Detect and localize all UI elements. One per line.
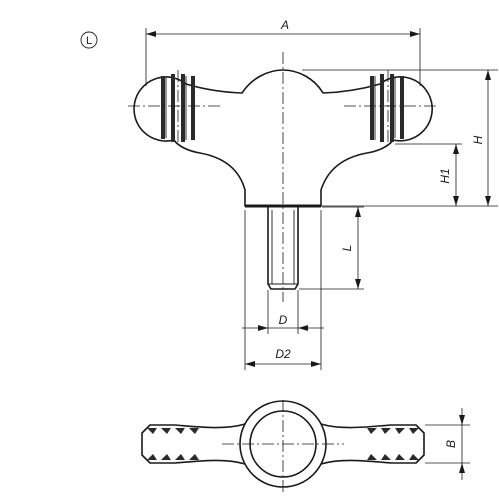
dimension-b: B bbox=[425, 408, 470, 480]
dimension-label-d: D bbox=[279, 313, 288, 327]
dimension-d: D bbox=[242, 290, 324, 334]
dimension-h: H bbox=[302, 69, 498, 207]
dimension-h1: H1 bbox=[395, 143, 462, 206]
dimension-label-a: A bbox=[280, 18, 289, 32]
variant-circle bbox=[80, 31, 98, 49]
variant-marker: L bbox=[80, 31, 98, 49]
front-view bbox=[128, 52, 438, 302]
top-right-wing bbox=[320, 423, 425, 465]
top-right-knurl bbox=[367, 428, 419, 460]
dimension-label-l: L bbox=[340, 245, 354, 252]
right-ball-grooves bbox=[370, 74, 404, 142]
dimension-label-b: B bbox=[444, 440, 458, 448]
variant-label: L bbox=[86, 35, 92, 47]
dimension-d2: D2 bbox=[244, 210, 322, 370]
top-view bbox=[141, 400, 425, 495]
dimension-a: A bbox=[145, 18, 421, 86]
top-left-knurl bbox=[147, 428, 199, 460]
dimension-label-h: H bbox=[471, 135, 485, 144]
dimension-label-d2: D2 bbox=[275, 347, 291, 361]
top-left-wing bbox=[141, 423, 246, 465]
dimension-label-h1: H1 bbox=[438, 168, 452, 183]
dimension-l: L bbox=[299, 206, 364, 290]
left-ball-grooves bbox=[161, 74, 195, 142]
